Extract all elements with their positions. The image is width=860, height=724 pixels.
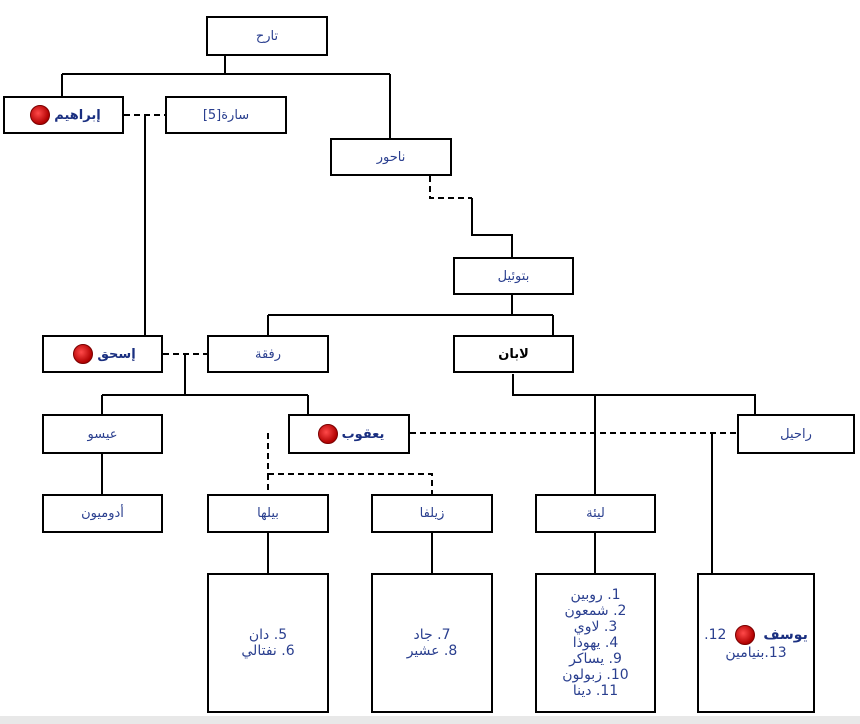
rachel-label: راحيل — [780, 426, 812, 442]
rebekah-box: رفقة — [207, 335, 329, 373]
edomites-box: أدوميون — [42, 494, 163, 533]
leah-children-box: 1. روبين 2. شمعون 3. لاوي 4. يهوذا 9. يس… — [535, 573, 656, 713]
bethuel-label: بتوئيل — [497, 268, 530, 284]
nahor-label: ناحور — [376, 149, 406, 165]
child-judah: 4. يهوذا — [572, 635, 619, 651]
esau-box: عيسو — [42, 414, 163, 454]
laban-box: لابان — [453, 335, 574, 373]
bilhah-children-box: 5. دان 6. نفتالي — [207, 573, 329, 713]
child-benjamin: 13.بنيامين — [725, 645, 787, 661]
zilpah-children-box: 7. جاد 8. عشير — [371, 573, 493, 713]
seal-icon — [734, 625, 755, 645]
child-zebulun: 10. زبولون — [562, 667, 629, 683]
bilhah-box: بيلها — [207, 494, 329, 533]
child-dinah: 11. دينا — [572, 683, 619, 699]
child-asher: 8. عشير — [406, 643, 458, 659]
leah-label: ليئة — [586, 506, 605, 521]
rachel-children-box: يوسف 12. 13.بنيامين — [697, 573, 815, 713]
terah-label: تارح — [255, 28, 279, 44]
laban-label: لابان — [498, 346, 529, 362]
sarah-box: سارة[5] — [165, 96, 287, 134]
terah-box: تارح — [206, 16, 328, 56]
child-gad: 7. جاد — [413, 627, 451, 643]
zilpah-box: زيلفا — [371, 494, 493, 533]
esau-label: عيسو — [87, 426, 118, 442]
abraham-label: إبراهيم — [54, 107, 101, 123]
rachel-box: راحيل — [737, 414, 855, 454]
jacob-label: يعقوب — [341, 426, 385, 442]
child-dan: 5. دان — [248, 627, 288, 643]
bethuel-box: بتوئيل — [453, 257, 574, 295]
isaac-label: إسحق — [97, 346, 136, 362]
child-reuben: 1. روبين — [570, 587, 621, 603]
child-joseph-row: يوسف 12. — [704, 625, 808, 645]
child-issachar: 9. يساكر — [569, 651, 622, 667]
seal-icon — [317, 424, 338, 444]
seal-icon — [73, 344, 94, 364]
bilhah-label: بيلها — [257, 506, 279, 521]
nahor-box: ناحور — [330, 138, 452, 176]
child-levi: 3. لاوي — [573, 619, 618, 635]
zilpah-label: زيلفا — [419, 506, 445, 521]
isaac-box: إسحق — [42, 335, 163, 373]
bottom-strip — [0, 716, 860, 724]
rebekah-label: رفقة — [254, 346, 282, 362]
seal-icon — [30, 105, 51, 125]
child-simeon: 2. شمعون — [564, 603, 627, 619]
sarah-label: سارة[5] — [202, 107, 250, 123]
abraham-box: إبراهيم — [3, 96, 124, 134]
child-joseph-num: 12. — [704, 627, 727, 643]
child-joseph: يوسف — [763, 627, 808, 643]
leah-box: ليئة — [535, 494, 656, 533]
child-naphtali: 6. نفتالي — [241, 643, 295, 659]
jacob-box: يعقوب — [288, 414, 410, 454]
edomites-label: أدوميون — [81, 506, 124, 521]
